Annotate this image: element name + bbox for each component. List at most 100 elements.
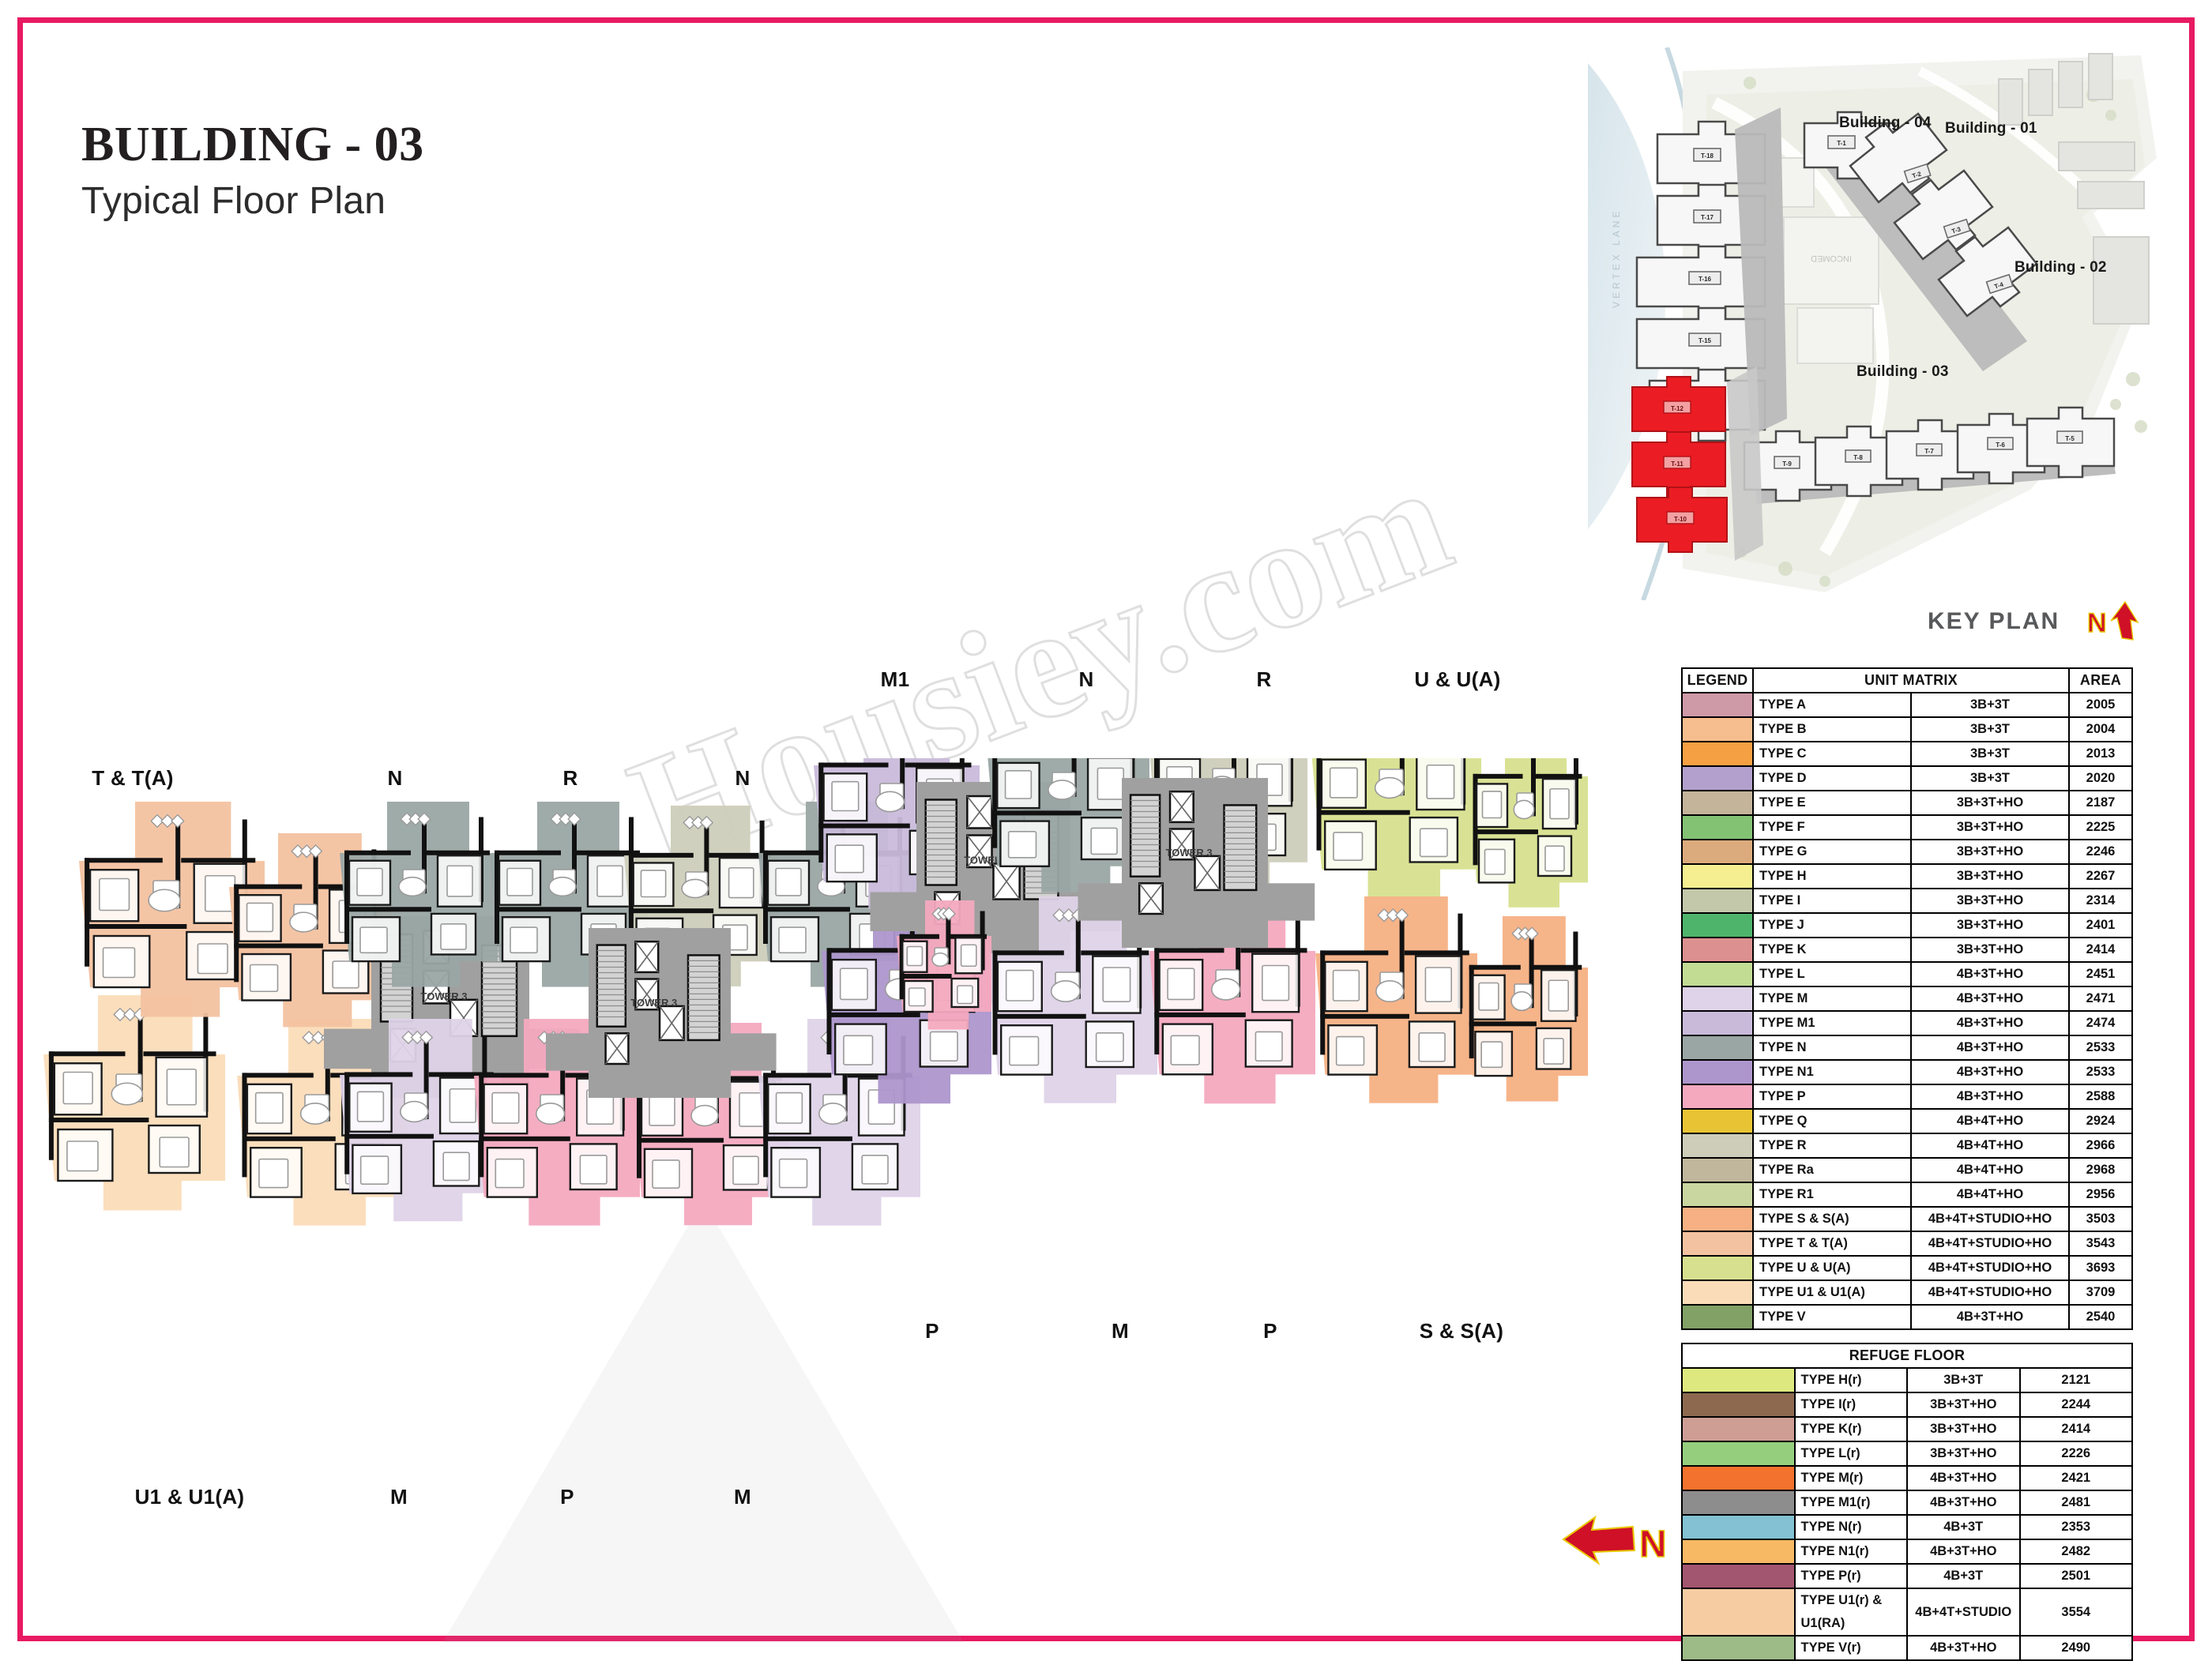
apartment-unit <box>1315 896 1477 1103</box>
legend-row-swatch <box>1681 863 1754 889</box>
legend-row-area: 2924 <box>2068 1108 2133 1134</box>
legend-row-area: 3693 <box>2068 1255 2133 1281</box>
legend-row-swatch <box>1681 1133 1754 1159</box>
svg-text:T-7: T-7 <box>1924 448 1934 455</box>
unit-type-label: M <box>390 1485 408 1509</box>
legend-row-type: TYPE K <box>1752 937 1912 963</box>
legend-row-type: TYPE R1 <box>1752 1182 1912 1208</box>
legend-row-type: TYPE M1 <box>1752 1010 1912 1036</box>
keyplan-building-label-02: Building - 02 <box>2014 259 2107 276</box>
legend-row-swatch <box>1681 1255 1754 1281</box>
legend-row-area: 2314 <box>2068 888 2133 914</box>
legend-row-area: 2956 <box>2068 1182 2133 1208</box>
legend-row-area: 2004 <box>2068 716 2133 742</box>
refuge-row-matrix: 4B+4T+STUDIO <box>1906 1588 2021 1637</box>
legend-row-type: TYPE P <box>1752 1084 1912 1110</box>
keyplan-building-label-03: Building - 03 <box>1856 363 1949 380</box>
legend-row-type: TYPE G <box>1752 839 1912 865</box>
legend-row-matrix: 3B+3T <box>1910 692 2070 718</box>
apartment-unit <box>1469 727 1588 908</box>
legend-row-type: TYPE M <box>1752 986 1912 1012</box>
keyplan-building-label-04: Building - 04 <box>1839 115 1932 131</box>
legend-row-area: 2187 <box>2068 790 2133 816</box>
legend-row-matrix: 4B+3T+HO <box>1910 1304 2070 1330</box>
refuge-row-area: 2414 <box>2018 1416 2133 1442</box>
refuge-row-type: TYPE L(r) <box>1793 1441 1908 1467</box>
header-legend: LEGEND <box>1681 667 1754 693</box>
refuge-row-matrix: 4B+3T+HO <box>1906 1539 2021 1565</box>
legend-row-matrix: 3B+3T+HO <box>1910 888 2070 914</box>
legend-row-type: TYPE E <box>1752 790 1912 816</box>
key-plan-caption: KEY PLAN <box>1928 608 2060 634</box>
refuge-row-area: 2501 <box>2018 1563 2133 1589</box>
legend-row-swatch <box>1681 692 1754 718</box>
apartment-unit <box>43 995 225 1211</box>
legend-row-type: TYPE A <box>1752 692 1912 718</box>
legend-row-type: TYPE H <box>1752 863 1912 889</box>
refuge-row-matrix: 3B+3T <box>1906 1367 2021 1393</box>
svg-text:T-11: T-11 <box>1671 460 1683 468</box>
legend-row-matrix: 4B+4T+HO <box>1910 1133 2070 1159</box>
legend-row-area: 3503 <box>2068 1206 2133 1232</box>
page-title: BUILDING - 03 <box>81 118 424 171</box>
legend-row-matrix: 4B+3T+HO <box>1910 986 2070 1012</box>
refuge-row-type: TYPE H(r) <box>1793 1367 1908 1393</box>
refuge-row-matrix: 4B+3T+HO <box>1906 1635 2021 1661</box>
core-label: TOWER 3 <box>1166 847 1213 859</box>
table-header-row: LEGEND UNIT MATRIX AREA <box>1681 667 2133 693</box>
page-subtitle: Typical Floor Plan <box>81 180 386 222</box>
unit-type-label: R <box>562 766 578 790</box>
legend-row-matrix: 4B+4T+STUDIO+HO <box>1910 1206 2070 1232</box>
legend-row-swatch <box>1681 937 1754 963</box>
apartment-unit <box>897 900 991 1030</box>
legend-row-type: TYPE R <box>1752 1133 1912 1159</box>
unit-type-label: R <box>1256 667 1272 691</box>
refuge-row-swatch <box>1681 1563 1796 1589</box>
legend-row-matrix: 3B+3T+HO <box>1910 839 2070 865</box>
legend-row-swatch <box>1681 1231 1754 1257</box>
legend-row-swatch <box>1681 790 1754 816</box>
legend-row-type: TYPE Ra <box>1752 1157 1912 1183</box>
key-plan: INCOMED T-18T-17 T-16T-15T-14 <box>1588 47 2165 600</box>
legend-row-swatch <box>1681 1059 1754 1085</box>
apartment-unit <box>79 802 265 1017</box>
refuge-row-swatch <box>1681 1416 1796 1442</box>
legend-row-swatch <box>1681 839 1754 865</box>
legend-row-type: TYPE N <box>1752 1035 1912 1061</box>
svg-text:T-3: T-3 <box>1951 225 1962 235</box>
unit-type-label: M <box>734 1485 751 1509</box>
refuge-row-swatch <box>1681 1539 1796 1565</box>
legend-row-swatch <box>1681 912 1754 938</box>
road-label: VERTEX LANE <box>1611 209 1622 308</box>
refuge-row-type: TYPE I(r) <box>1793 1392 1908 1418</box>
legend-row-matrix: 4B+4T+STUDIO+HO <box>1910 1231 2070 1257</box>
legend-row-swatch <box>1681 1010 1754 1036</box>
refuge-row-type: TYPE N(r) <box>1793 1514 1908 1540</box>
legend-row-type: TYPE U & U(A) <box>1752 1255 1912 1281</box>
refuge-row-type: TYPE N1(r) <box>1793 1539 1908 1565</box>
header-area: AREA <box>2068 667 2133 693</box>
unit-type-label: M1 <box>880 667 910 691</box>
